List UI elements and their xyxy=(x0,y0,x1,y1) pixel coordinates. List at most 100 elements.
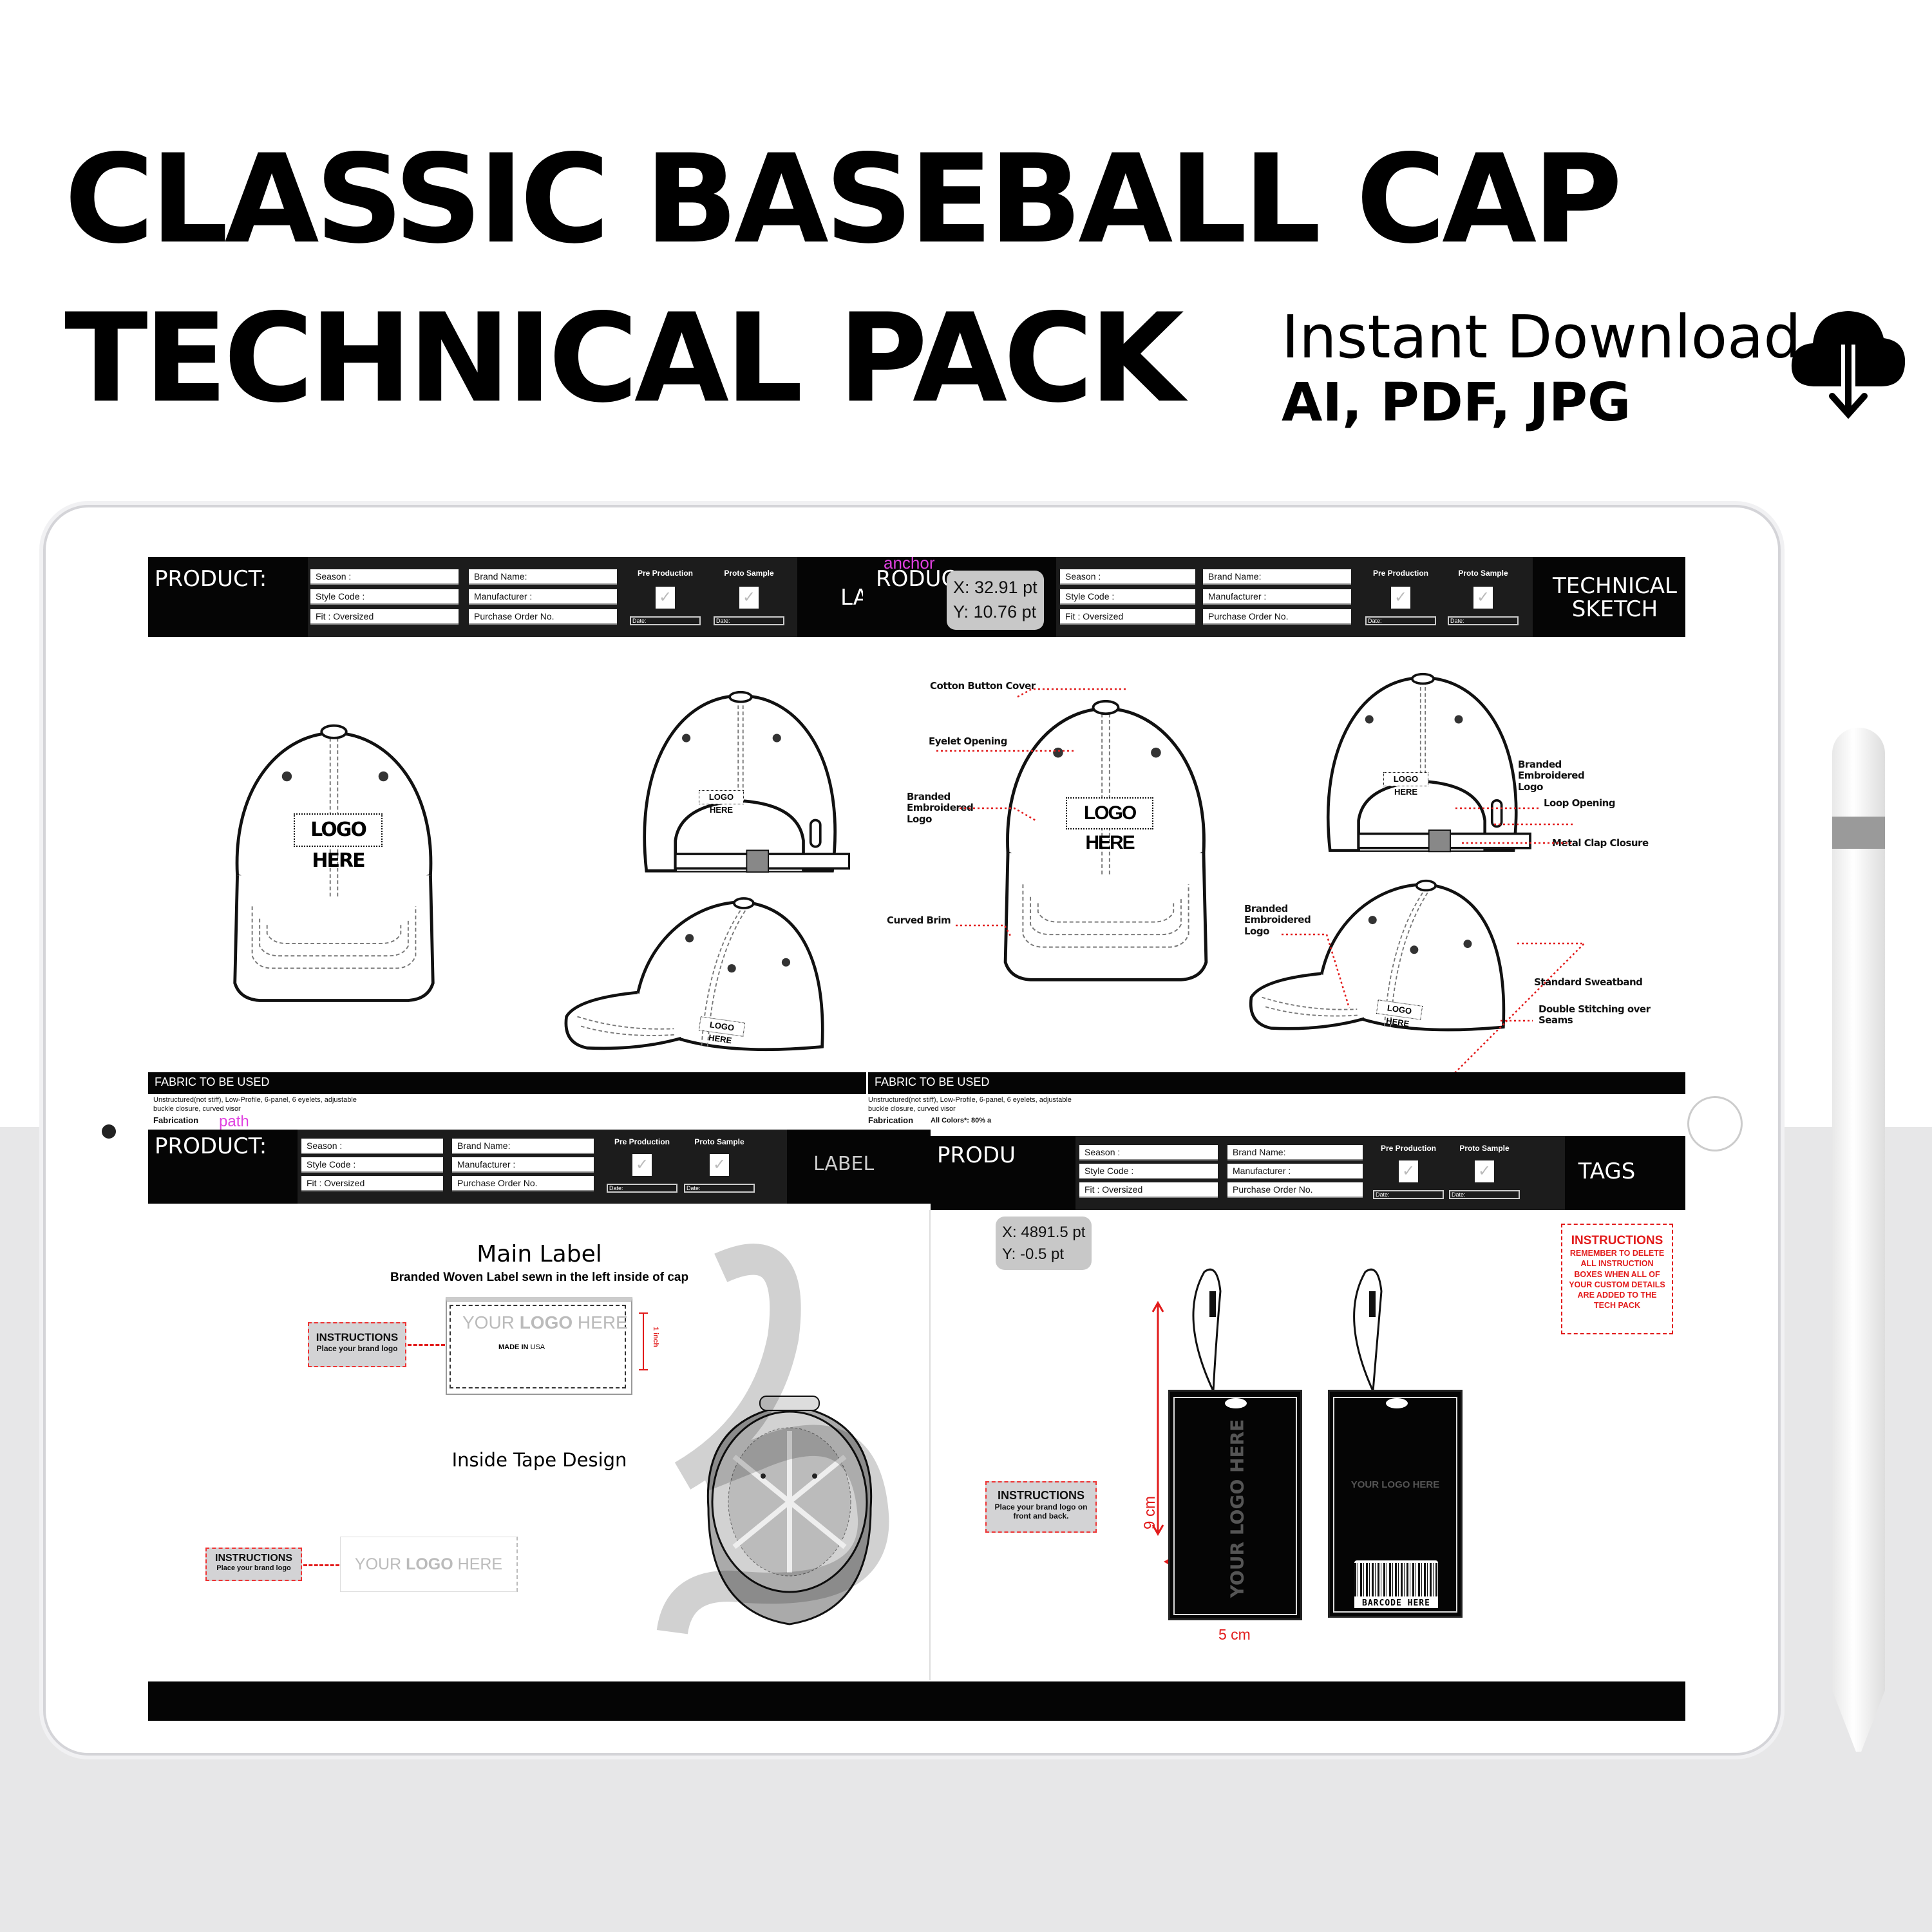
style-code-field[interactable]: Style Code : xyxy=(301,1157,443,1173)
barcode-label: BARCODE HERE xyxy=(1354,1598,1438,1608)
header-form: Season : Style Code : Fit : Oversized Br… xyxy=(308,557,797,637)
fabrication-label: Fabrication xyxy=(868,1115,914,1125)
product-label-fragment: PRODU xyxy=(937,1142,1016,1168)
tablet-camera xyxy=(102,1124,116,1139)
header-form: Season : Style Code : Fit : Oversized Br… xyxy=(1075,1136,1565,1210)
tablet-screen: PRODUCT: Season : Style Code : Fit : Ove… xyxy=(148,557,1685,1721)
red-instructions-box: INSTRUCTIONS REMEMBER TO DELETE ALL INST… xyxy=(1561,1224,1673,1334)
dimension-marker xyxy=(639,1312,648,1370)
instant-download-label: Instant Download xyxy=(1282,303,1801,372)
fit-field[interactable]: Fit : Oversized xyxy=(1079,1182,1218,1198)
callout-branded-logo-side: Branded Embroidered Logo xyxy=(1244,903,1311,937)
proto-sample-checkbox[interactable]: ✓ xyxy=(1475,1160,1494,1182)
product-label: PRODUCT: xyxy=(155,566,267,592)
proto-sample-date[interactable]: Date: xyxy=(684,1184,755,1193)
callout-branded-logo-back: Branded Embroidered Logo xyxy=(1518,759,1585,793)
product-label: PRODUCT: xyxy=(155,1133,267,1159)
season-field[interactable]: Season : xyxy=(301,1139,443,1154)
style-code-field[interactable]: Style Code : xyxy=(1060,589,1195,605)
instructions-text: Place your brand logo on front and back. xyxy=(994,1502,1088,1521)
purchase-order-field[interactable]: Purchase Order No. xyxy=(1203,609,1351,625)
cloud-download-icon xyxy=(1791,311,1906,425)
proto-sample-date[interactable]: Date: xyxy=(1449,1190,1520,1199)
fit-field[interactable]: Fit : Oversized xyxy=(1060,609,1195,625)
red-instructions-text: REMEMBER TO DELETE ALL INSTRUCTION BOXES… xyxy=(1569,1249,1665,1311)
instructions-text: Place your brand logo xyxy=(216,1564,291,1572)
instructions-text: Place your brand logo xyxy=(316,1344,398,1353)
style-code-field[interactable]: Style Code : xyxy=(1079,1164,1218,1179)
fit-field[interactable]: Fit : Oversized xyxy=(301,1176,443,1191)
section-title-fragment: LABEL xyxy=(813,1153,875,1175)
instructions-box: INSTRUCTIONS Place your brand logo on fr… xyxy=(985,1481,1097,1533)
pre-production-date[interactable]: Date: xyxy=(1365,616,1436,625)
proto-sample-label: Proto Sample xyxy=(694,1137,744,1146)
purchase-order-field[interactable]: Purchase Order No. xyxy=(469,609,617,625)
manufacturer-field[interactable]: Manufacturer : xyxy=(1203,589,1351,605)
brand-name-field[interactable]: Brand Name: xyxy=(469,569,617,585)
stylus-band xyxy=(1832,817,1885,849)
style-code-field[interactable]: Style Code : xyxy=(310,589,459,605)
hero-title-line1: CLASSIC BASEBALL CAP xyxy=(64,128,1622,270)
instructions-box: INSTRUCTIONS Place your brand logo xyxy=(205,1548,302,1581)
logo-placeholder: LOGO HERE xyxy=(699,790,744,815)
fabric-description: Unstructured(not stiff), Low-Profile, 6-… xyxy=(153,1096,357,1113)
callout-loop-opening: Loop Opening xyxy=(1544,797,1616,809)
coordinate-tooltip: X: 4891.5 pt Y: -0.5 pt xyxy=(996,1217,1092,1271)
tag-height-dimension: 9 cm xyxy=(1141,1495,1159,1530)
anchor-label: anchor xyxy=(884,557,935,573)
proto-sample-checkbox[interactable]: ✓ xyxy=(710,1154,729,1176)
season-field[interactable]: Season : xyxy=(1079,1145,1218,1160)
section-title: TAGS xyxy=(1578,1159,1636,1184)
pre-production-checkbox[interactable]: ✓ xyxy=(1399,1160,1418,1182)
panel-divider xyxy=(929,1210,931,1680)
main-label-subtitle: Branded Woven Label sewn in the left ins… xyxy=(390,1271,689,1284)
fabric-description: Unstructured(not stiff), Low-Profile, 6-… xyxy=(868,1096,1072,1113)
callout-curved-brim: Curved Brim xyxy=(887,914,951,926)
brand-name-field[interactable]: Brand Name: xyxy=(1203,569,1351,585)
inside-tape-title: Inside Tape Design xyxy=(451,1449,627,1471)
proto-sample-checkbox[interactable]: ✓ xyxy=(1473,587,1493,609)
barcode-placeholder: BARCODE HERE xyxy=(1354,1560,1438,1608)
proto-sample-label: Proto Sample xyxy=(724,569,774,578)
brand-name-field[interactable]: Brand Name: xyxy=(1227,1145,1363,1160)
proto-sample-date[interactable]: Date: xyxy=(1448,616,1519,625)
season-field[interactable]: Season : xyxy=(310,569,459,585)
woven-label: YOUR LOGO HERE MADE IN USA xyxy=(446,1297,632,1395)
purchase-order-field[interactable]: Purchase Order No. xyxy=(452,1176,594,1191)
hang-tag-front: YOUR LOGO HERE xyxy=(1168,1390,1302,1620)
callout-leader-lines xyxy=(936,688,1587,1086)
inside-tape-design: YOUR LOGO HERE xyxy=(340,1537,518,1592)
header-form: Season : Style Code : Fit : Oversized Br… xyxy=(298,1130,787,1204)
fabric-heading: FABRIC TO BE USED xyxy=(875,1075,990,1088)
home-button[interactable] xyxy=(1687,1096,1743,1151)
tooltip-y: Y: 10.76 pt xyxy=(953,601,1037,621)
proto-sample-label: Proto Sample xyxy=(1459,1144,1510,1153)
red-instructions-title: INSTRUCTIONS xyxy=(1571,1234,1663,1247)
fabric-heading: FABRIC TO BE USED xyxy=(155,1075,270,1088)
purchase-order-field[interactable]: Purchase Order No. xyxy=(1227,1182,1363,1198)
pre-production-date[interactable]: Date: xyxy=(607,1184,677,1193)
pre-production-checkbox[interactable]: ✓ xyxy=(656,587,675,609)
pre-production-checkbox[interactable]: ✓ xyxy=(632,1154,652,1176)
path-label: path xyxy=(219,1113,249,1130)
pre-production-date[interactable]: Date: xyxy=(1373,1190,1444,1199)
fit-field[interactable]: Fit : Oversized xyxy=(310,609,459,625)
proto-sample-checkbox[interactable]: ✓ xyxy=(739,587,759,609)
pre-production-checkbox[interactable]: ✓ xyxy=(1391,587,1410,609)
pre-production-date[interactable]: Date: xyxy=(630,616,701,625)
coordinate-tooltip: X: 32.91 pt Y: 10.76 pt xyxy=(947,571,1044,630)
manufacturer-field[interactable]: Manufacturer : xyxy=(1227,1164,1363,1179)
manufacturer-field[interactable]: Manufacturer : xyxy=(452,1157,594,1173)
pre-production-label: Pre Production xyxy=(1380,1144,1436,1153)
proto-sample-date[interactable]: Date: xyxy=(714,616,784,625)
pre-production-label: Pre Production xyxy=(614,1137,670,1146)
manufacturer-field[interactable]: Manufacturer : xyxy=(469,589,617,605)
tag-front-logo: YOUR LOGO HERE xyxy=(1226,1419,1248,1598)
instructions-title: INSTRUCTIONS xyxy=(215,1553,292,1564)
logo-placeholder: LOGO HERE xyxy=(1383,772,1428,797)
brand-name-field[interactable]: Brand Name: xyxy=(452,1139,594,1154)
tooltip-x: X: 4891.5 pt xyxy=(1002,1224,1086,1241)
proto-sample-label: Proto Sample xyxy=(1458,569,1508,578)
pre-production-label: Pre Production xyxy=(637,569,693,578)
season-field[interactable]: Season : xyxy=(1060,569,1195,585)
